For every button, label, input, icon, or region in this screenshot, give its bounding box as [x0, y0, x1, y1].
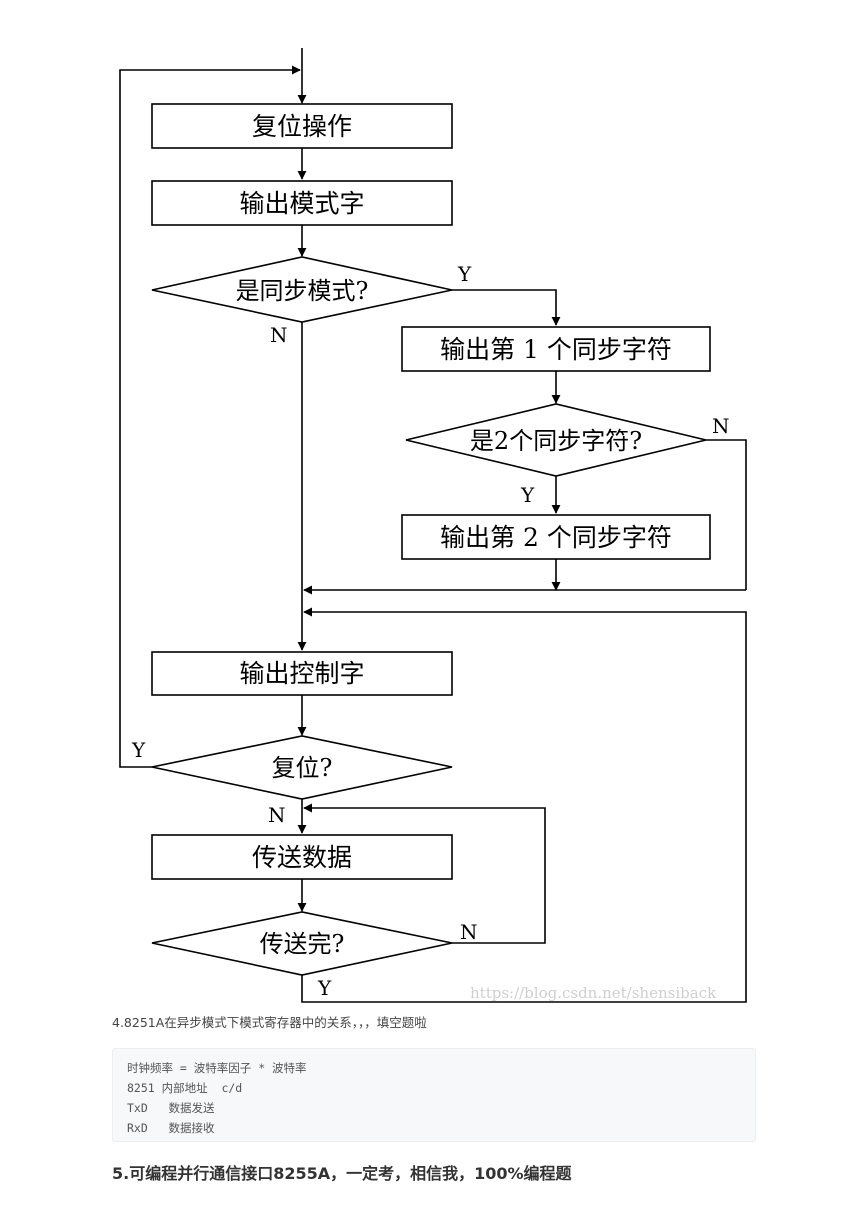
- output-mode-word-box: [151, 180, 453, 226]
- section-heading: 5.可编程并行通信接口8255A，一定考，相信我，100%编程题: [112, 1164, 572, 1183]
- reset-question-label: 复位?: [272, 754, 333, 782]
- reset-no-label: N: [268, 803, 286, 827]
- two-sync-no-label: N: [712, 414, 730, 438]
- transmit-data-label: 传送数据: [252, 843, 352, 872]
- code-line: RxD 数据接收: [127, 1121, 215, 1135]
- code-line: 8251 内部地址 c/d: [127, 1081, 243, 1095]
- reset-op-box: [151, 103, 453, 149]
- is-two-sync-label: 是2个同步字符?: [470, 427, 642, 455]
- reset-op-label: 复位操作: [252, 112, 352, 141]
- transmit-data-box: [151, 834, 453, 880]
- done-return-path: [301, 607, 747, 1003]
- output-sync1-box: [401, 326, 711, 372]
- single-sync-path: [706, 439, 747, 590]
- output-control-word-box: [151, 651, 453, 696]
- is-sync-mode-diamond: [151, 256, 453, 323]
- transmit-done-no-label: N: [460, 920, 478, 944]
- yes-sync-path: [452, 289, 561, 326]
- code-block: 时钟频率 = 波特率因子 * 波特率 8251 内部地址 c/d TxD 数据发…: [112, 1048, 756, 1142]
- transmit-done-label: 传送完?: [260, 930, 345, 958]
- watermark: https://blog.csdn.net/shensiback: [470, 984, 717, 1002]
- sync-mode-no-label: N: [270, 323, 288, 347]
- caption: 4.8251A在异步模式下模式寄存器中的关系，，，填空题啦: [112, 1015, 427, 1030]
- reset-loop-connector: [119, 65, 301, 768]
- output-sync2-box: [401, 514, 711, 560]
- flowchart-diagram: 复位操作 输出模式字 是同步模式? 输出第 1 个同步字符 是2个同步字符? 输…: [119, 48, 747, 1003]
- is-sync-mode-label: 是同步模式?: [236, 277, 369, 305]
- output-sync2-label: 输出第 2 个同步字符: [440, 523, 672, 552]
- reset-yes-label: Y: [131, 738, 146, 762]
- is-two-sync-diamond: [405, 403, 707, 477]
- transmit-done-diamond: [151, 911, 453, 976]
- output-sync1-label: 输出第 1 个同步字符: [440, 335, 672, 364]
- not-done-loop: [303, 803, 546, 944]
- code-line: 时钟频率 = 波特率因子 * 波特率: [127, 1061, 307, 1075]
- transmit-done-yes-label: Y: [317, 976, 332, 1000]
- output-mode-word-label: 输出模式字: [239, 189, 364, 218]
- reset-question-diamond: [151, 735, 453, 800]
- output-control-word-label: 输出控制字: [239, 659, 364, 688]
- sync-mode-yes-label: Y: [457, 262, 472, 286]
- code-line: TxD 数据发送: [127, 1101, 215, 1115]
- two-sync-yes-label: Y: [520, 483, 535, 507]
